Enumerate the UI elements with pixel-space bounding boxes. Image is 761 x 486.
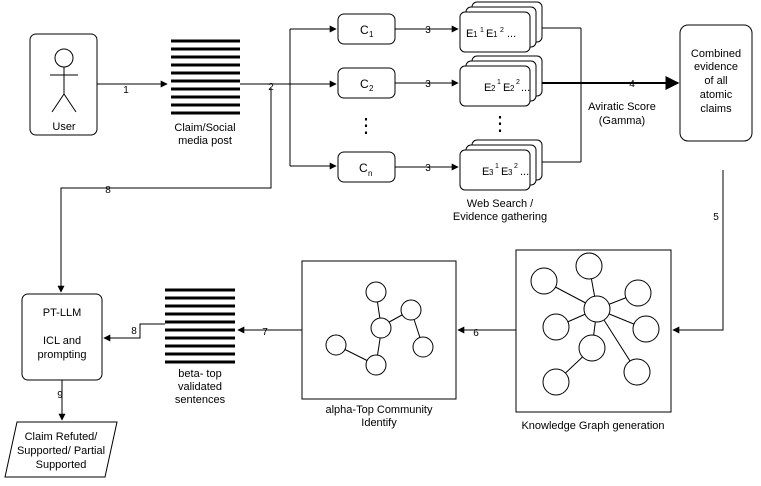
combined-label-line5: claims (700, 103, 732, 115)
edge-label-8b: 8 (131, 326, 137, 337)
evidence-1-tail: ... (507, 28, 516, 40)
aviratic-label-line2: (Gamma) (599, 115, 645, 127)
pt-llm-node: PT-LLM ICL and prompting (21, 293, 103, 381)
evidence-1-a-sub: 1 (473, 30, 478, 39)
evidence-2-b-sub: 2 (510, 84, 515, 93)
evidence-stack-3: E 3 1 E 3 2 ... (459, 139, 543, 191)
community-graph-icon (325, 281, 434, 376)
graph-icon (530, 252, 660, 396)
claims-ellipsis: ⋮ (356, 115, 376, 137)
community-node: alpha-Top Community Identify (301, 260, 457, 429)
beta-label-line1: beta- top (178, 368, 221, 380)
edge-label-3b: 3 (425, 79, 431, 90)
aviratic-label-line1: Aviratic Score (588, 101, 656, 113)
evidence-1-a-sup: 1 (480, 27, 484, 34)
evidence-2-a: E (484, 82, 491, 94)
result-node: Claim Refuted/ Supported/ Partial Suppor… (4, 421, 118, 478)
claim-box-n-sub: n (368, 169, 372, 178)
result-label-line3: Supported (36, 459, 87, 471)
llm-label-line4: prompting (38, 349, 87, 361)
claim-post-label-line1: Claim/Social (174, 122, 235, 134)
evidence-3-tail: ... (520, 166, 529, 178)
combined-label-line1: Combined (691, 48, 741, 60)
evidence-stack-2: E 2 1 E 2 2 ... (459, 55, 543, 107)
combined-evidence-node: Combined evidence of all atomic claims (679, 24, 753, 142)
claim-box-1: C 1 (337, 13, 396, 45)
edge-3a: 3 (395, 25, 459, 36)
stick-figure-icon (50, 48, 78, 113)
beta-label-line2: validated (178, 381, 222, 393)
web-search-label-line1: Web Search / (467, 198, 534, 210)
edge-label-8a: 8 (105, 185, 111, 196)
edge-label-5: 5 (713, 212, 719, 223)
claim-box-n-base: C (359, 161, 368, 175)
edge-5: 5 (672, 170, 724, 334)
kg-label: Knowledge Graph generation (521, 420, 664, 432)
claim-box-2: C 2 (337, 67, 396, 99)
community-label-line2: Identify (361, 417, 397, 429)
evidence-3-a-sup: 1 (495, 163, 499, 170)
claim-box-1-base: C (360, 23, 369, 37)
llm-label-line1: PT-LLM (43, 307, 82, 319)
edge-label-2: 2 (268, 82, 274, 93)
llm-label-line3: ICL and (43, 335, 81, 347)
edge-label-6: 6 (473, 328, 479, 339)
edge-3b: 3 (395, 79, 459, 90)
evidence-stack-1: E 1 1 E 1 2 ... (459, 1, 543, 53)
claim-box-2-sub: 2 (369, 84, 374, 93)
evidence-1-b-sup: 2 (500, 27, 504, 34)
community-label-line1: alpha-Top Community (326, 404, 433, 416)
evidence-3-b-sub: 3 (508, 168, 513, 177)
evidence-3-a-sub: 3 (489, 168, 494, 177)
evidence-3-b: E (501, 166, 508, 178)
edge-label-3a: 3 (425, 25, 431, 36)
edge-7: 7 (237, 326, 302, 338)
evidence-2-a-sub: 2 (491, 84, 496, 93)
edge-9: 9 (57, 380, 66, 421)
result-label-line2: Supported/ Partial (17, 445, 105, 457)
edge-label-3c: 3 (425, 163, 431, 174)
edge-label-7: 7 (262, 327, 268, 338)
edge-1: 1 (97, 80, 168, 96)
evidence-2-b: E (503, 82, 510, 94)
claim-post-label-line2: media post (178, 135, 232, 147)
evidence-2-b-sup: 2 (516, 79, 520, 86)
document-lines-icon (171, 39, 240, 115)
claim-box-n: C n (337, 151, 396, 183)
evidence-1-a: E (466, 28, 473, 40)
edge-label-1: 1 (123, 85, 129, 96)
evidence-3-a: E (482, 166, 489, 178)
evidence-1-b: E (486, 28, 493, 40)
edge-label-4: 4 (629, 79, 635, 90)
evidence-3-b-sup: 2 (514, 163, 518, 170)
evidence-1-b-sub: 1 (493, 30, 498, 39)
evidence-ellipsis: ⋮ (490, 113, 510, 135)
combined-label-line2: evidence (694, 61, 738, 73)
claim-post-node: Claim/Social media post (171, 39, 240, 147)
claim-box-1-sub: 1 (369, 30, 374, 39)
claim-box-2-base: C (360, 77, 369, 91)
evidence-2-a-sup: 1 (497, 79, 501, 86)
edge-3c: 3 (395, 163, 459, 174)
evidence-2-tail: ... (521, 82, 530, 94)
user-node: User (29, 33, 98, 136)
edge-4: 4 (542, 27, 680, 163)
edge-8a: 8 (57, 88, 272, 293)
edge-6: 6 (457, 326, 516, 339)
edge-2: 2 (240, 25, 337, 170)
combined-label-line4: atomic (700, 89, 733, 101)
result-label-line1: Claim Refuted/ (25, 431, 99, 443)
user-label: User (52, 121, 76, 133)
edge-label-9: 9 (57, 390, 63, 401)
sentence-lines-icon (165, 288, 235, 364)
beta-label-line3: sentences (175, 394, 226, 406)
web-search-label-line2: Evidence gathering (453, 211, 547, 223)
knowledge-graph-node: Knowledge Graph generation (515, 249, 672, 432)
combined-label-line3: of all (704, 75, 727, 87)
beta-sentences-node: beta- top validated sentences (165, 288, 235, 406)
edge-8b: 8 (103, 323, 165, 342)
